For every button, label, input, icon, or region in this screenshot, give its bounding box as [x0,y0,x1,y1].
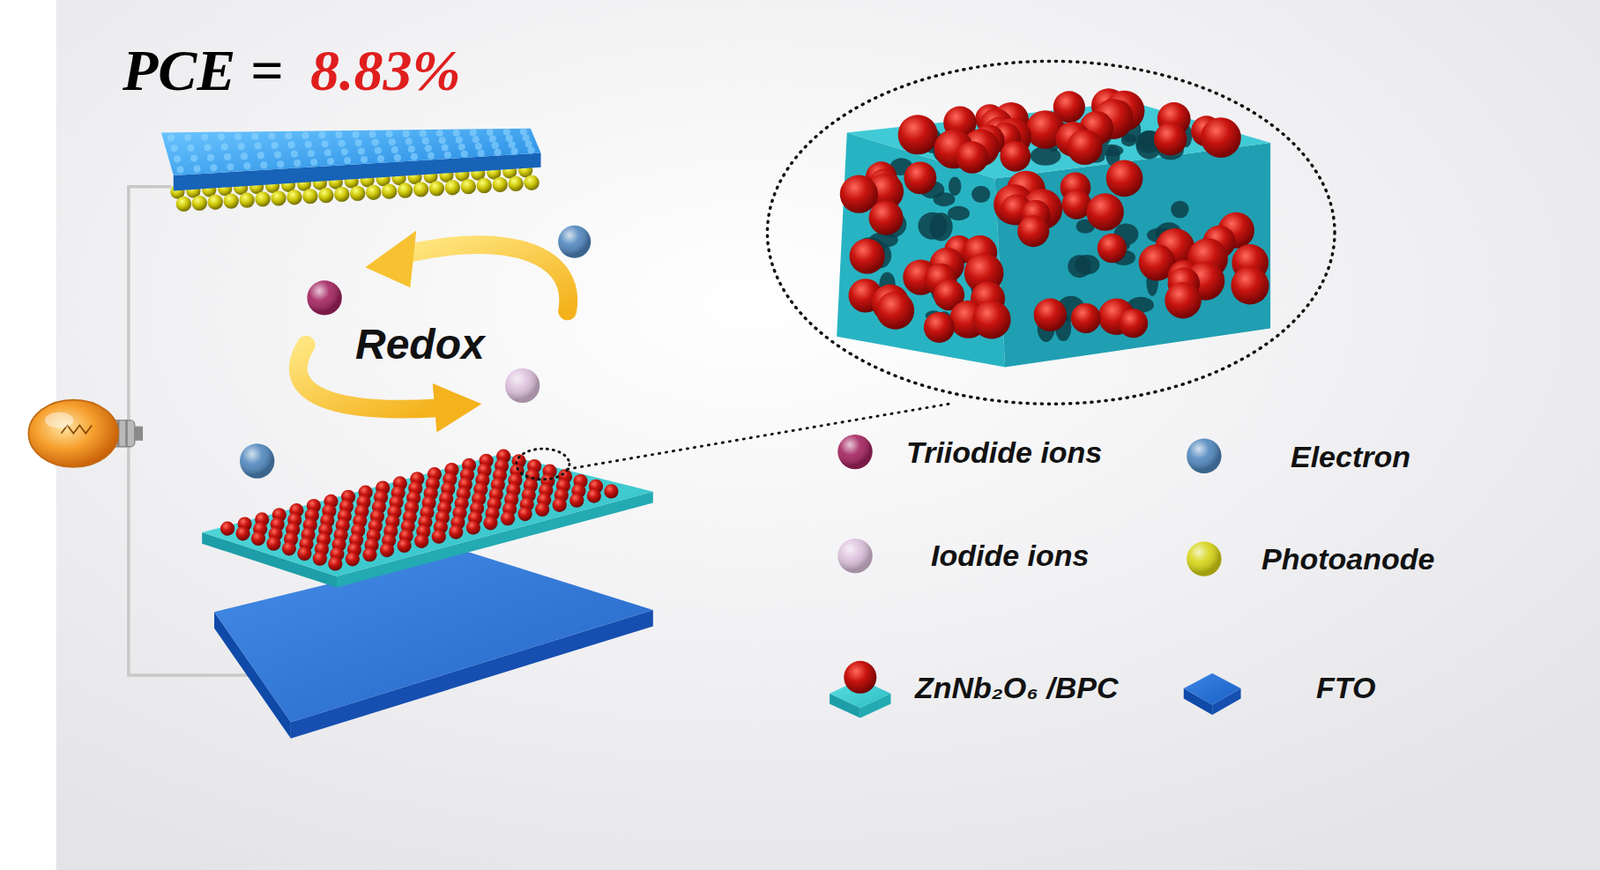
swatch-shine [837,434,872,469]
background-panel [56,0,1600,870]
legend-label: FTO [1316,671,1376,705]
legend-swatch [837,538,872,574]
legend-swatch [829,661,891,719]
swatch-shine [837,538,872,574]
legend-swatch [837,434,872,469]
legend-swatch [837,538,872,574]
pce-label: PCE = [122,38,283,104]
redox-label: Redox [355,321,485,369]
legend-label: Photoanode [1261,543,1435,576]
legend-label: Triiodide ions [906,436,1102,469]
legend-label: Electron [1290,440,1411,474]
photoanode-plate [161,127,542,212]
swatch-shine [1186,541,1221,576]
legend-swatch [837,434,872,469]
swatch-shine [1186,439,1221,474]
legend-label: ZnNb₂O₆ /BPC [915,671,1118,705]
light-bulb [28,400,143,468]
legend-swatch [1186,439,1221,474]
porous-carbon-block [836,88,1271,367]
redox-arrows [297,230,568,433]
fto-plate [214,550,654,739]
slab-ball [843,661,877,694]
zoom-callout [516,60,1335,479]
legend-swatch [1183,673,1242,715]
circuit-wire [128,186,256,676]
legend-label: Iodide ions [930,539,1089,573]
pce-value: 8.83% [310,38,461,104]
legend-swatch [1186,541,1221,576]
plate-top [1183,673,1242,706]
legend-swatch [1186,439,1221,474]
legend-swatch [1186,541,1221,576]
ion-spheres [239,225,591,479]
